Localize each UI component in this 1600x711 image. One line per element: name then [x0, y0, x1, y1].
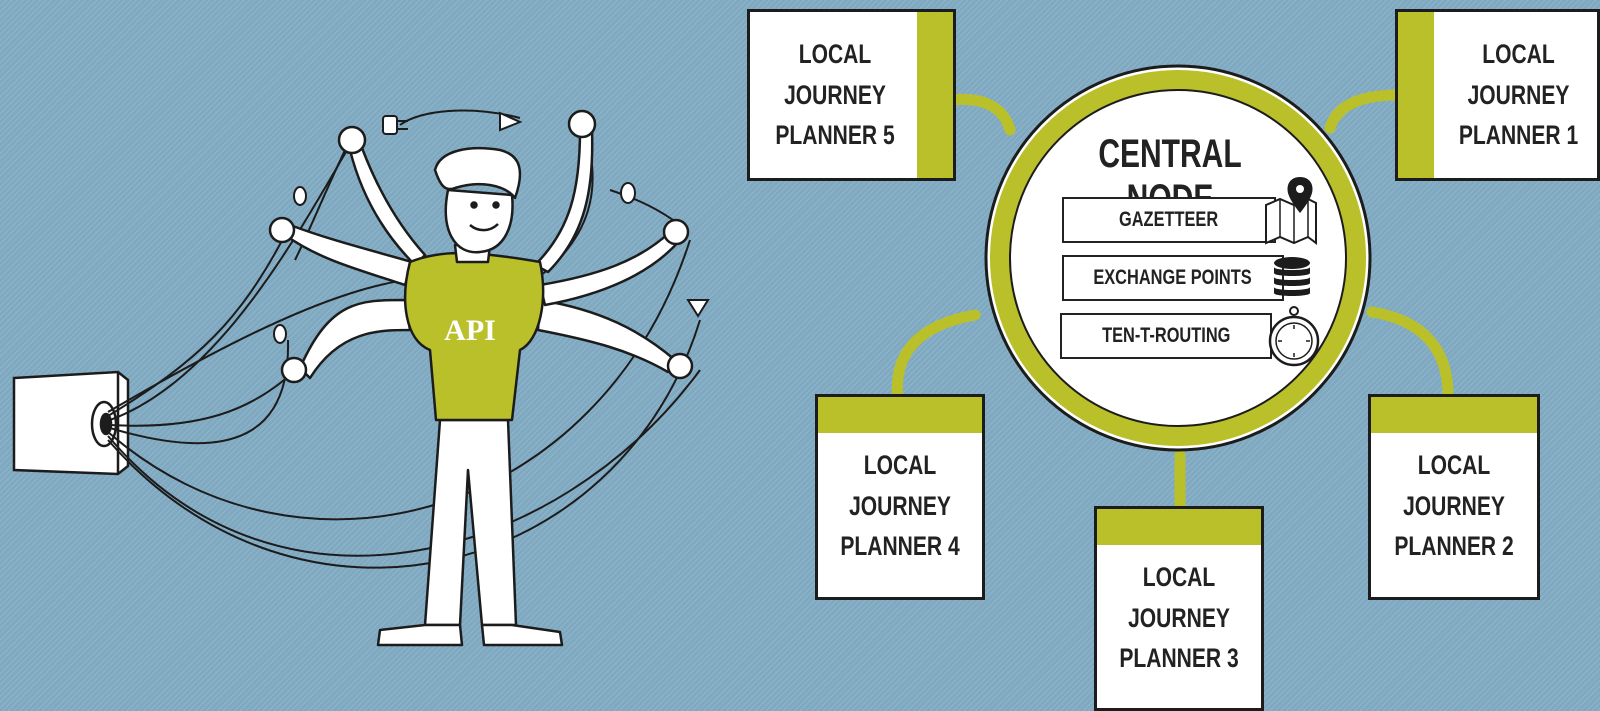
planner-3-box: LOCAL JOURNEY PLANNER 3	[1094, 506, 1264, 711]
planner-3-label: LOCAL JOURNEY PLANNER 3	[1119, 562, 1239, 673]
wall-socket	[12, 370, 130, 476]
plugs	[273, 111, 710, 344]
api-character	[268, 109, 694, 647]
planner-4-box: LOCAL JOURNEY PLANNER 4	[815, 394, 985, 600]
ten-t-routing-item: TEN-T-ROUTING	[1060, 313, 1272, 359]
planner-1-label: LOCAL JOURNEY PLANNER 1	[1458, 39, 1579, 150]
compass-icon	[1268, 306, 1320, 367]
connector-planner-2	[1366, 306, 1454, 406]
connector-planner-5	[944, 93, 1016, 136]
planner-2-box: LOCAL JOURNEY PLANNER 2	[1368, 394, 1540, 600]
map-pin-icon	[1265, 177, 1317, 245]
connector-planner-4	[891, 309, 981, 406]
exchange-points-label: EXCHANGE POINTS	[1093, 266, 1253, 289]
planner-connectors	[891, 89, 1454, 514]
connector-planner-1	[1324, 89, 1404, 134]
database-icon	[1274, 257, 1310, 296]
planner-1-box: LOCAL JOURNEY PLANNER 1	[1395, 9, 1600, 181]
ten-t-routing-label: TEN-T-ROUTING	[1101, 324, 1231, 347]
gazetteer-label: GAZETTEER	[1119, 208, 1219, 231]
planner-2-label: LOCAL JOURNEY PLANNER 2	[1394, 450, 1514, 561]
planner-4-label: LOCAL JOURNEY PLANNER 4	[840, 450, 960, 561]
api-shirt-label: API	[444, 314, 496, 347]
planner-5-label: LOCAL JOURNEY PLANNER 5	[775, 39, 895, 150]
gazetteer-item: GAZETTEER	[1062, 197, 1276, 243]
planner-5-box: LOCAL JOURNEY PLANNER 5	[747, 9, 956, 181]
exchange-points-item: EXCHANGE POINTS	[1062, 255, 1284, 301]
